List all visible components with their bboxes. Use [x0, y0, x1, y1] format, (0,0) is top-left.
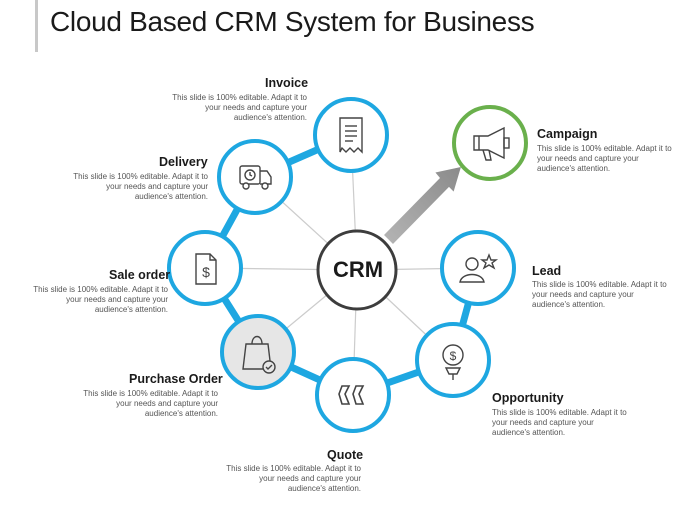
delivery-truck-icon	[239, 165, 272, 190]
svg-text:$: $	[450, 349, 457, 363]
opportunity-description: This slide is 100% editable. Adapt it to…	[492, 408, 627, 437]
quotation-marks-icon	[338, 385, 365, 405]
person-star-icon	[459, 253, 499, 283]
lead-description: This slide is 100% editable. Adapt it to…	[532, 280, 667, 309]
purchase-order-label: Purchase Order	[129, 372, 223, 386]
node-lead	[440, 230, 516, 306]
delivery-description: This slide is 100% editable. Adapt it to…	[73, 172, 208, 201]
node-sale-order: $	[167, 230, 243, 306]
purchase-order-description: This slide is 100% editable. Adapt it to…	[83, 389, 218, 418]
invoice-icon	[339, 117, 363, 154]
node-opportunity: $	[415, 322, 491, 398]
delivery-label: Delivery	[159, 155, 208, 169]
sale-order-label: Sale order	[109, 268, 171, 282]
shopping-bag-check-icon	[242, 335, 276, 374]
campaign-description: This slide is 100% editable. Adapt it to…	[537, 144, 672, 173]
node-campaign	[452, 105, 528, 181]
dollar-lamp-icon: $	[442, 344, 464, 380]
node-invoice	[313, 97, 389, 173]
sale-order-description: This slide is 100% editable. Adapt it to…	[33, 285, 168, 314]
campaign-label: Campaign	[537, 127, 598, 141]
dollar-document-icon: $	[195, 253, 217, 285]
title-accent-bar	[35, 0, 38, 52]
invoice-description: This slide is 100% editable. Adapt it to…	[172, 93, 307, 122]
invoice-label: Invoice	[265, 76, 309, 90]
crm-center-label: CRM	[332, 257, 384, 282]
opportunity-label: Opportunity	[492, 391, 564, 405]
crm-center-circle	[316, 229, 398, 311]
svg-text:$: $	[202, 264, 210, 280]
node-delivery	[217, 139, 293, 215]
quote-description: This slide is 100% editable. Adapt it to…	[226, 464, 361, 493]
node-quote	[315, 357, 391, 433]
megaphone-icon	[473, 126, 510, 161]
page-title: Cloud Based CRM System for Business	[50, 6, 535, 37]
lead-label: Lead	[532, 264, 562, 278]
growth-arrow	[381, 165, 464, 247]
quote-label: Quote	[327, 448, 364, 462]
node-purchase-order	[220, 314, 296, 390]
